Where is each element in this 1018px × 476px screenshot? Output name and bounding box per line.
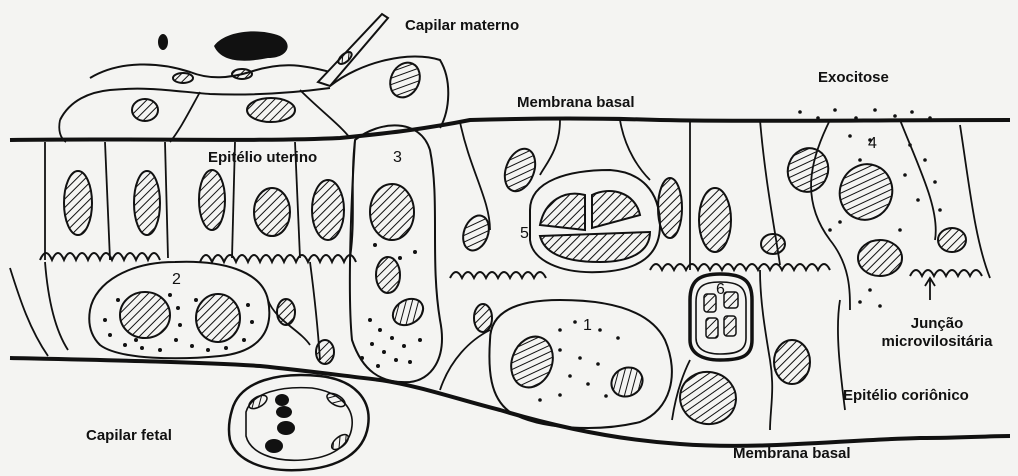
- label-capilar-fetal: Capilar fetal: [86, 428, 172, 443]
- label-exocitose: Exocitose: [818, 70, 889, 85]
- label-juncao-line2: microvilositária: [862, 334, 1012, 349]
- label-epitelio-uterino: Epitélio uterino: [208, 150, 317, 165]
- cell-number-1: 1: [583, 318, 592, 334]
- label-juncao-line1: Junção: [862, 316, 1012, 331]
- cell-number-3: 3: [393, 150, 402, 166]
- small-nucleus-lower-left: [277, 299, 295, 325]
- cell-number-6: 6: [716, 282, 725, 298]
- small-nucleus-lower-left-2: [316, 340, 334, 364]
- cell-number-4: 4: [868, 136, 877, 152]
- label-epitelio-corionico: Epitélio coriônico: [843, 388, 969, 403]
- label-membrana-basal-bottom: Membrana basal: [733, 446, 851, 461]
- label-juncao: Junção microvilositária: [862, 316, 1012, 349]
- maternal-blood-cell-small: [158, 34, 168, 50]
- label-membrana-basal-top: Membrana basal: [517, 95, 635, 110]
- cell-number-5: 5: [520, 226, 529, 242]
- cell-number-2: 2: [172, 272, 181, 288]
- label-capilar-materno: Capilar materno: [405, 18, 519, 33]
